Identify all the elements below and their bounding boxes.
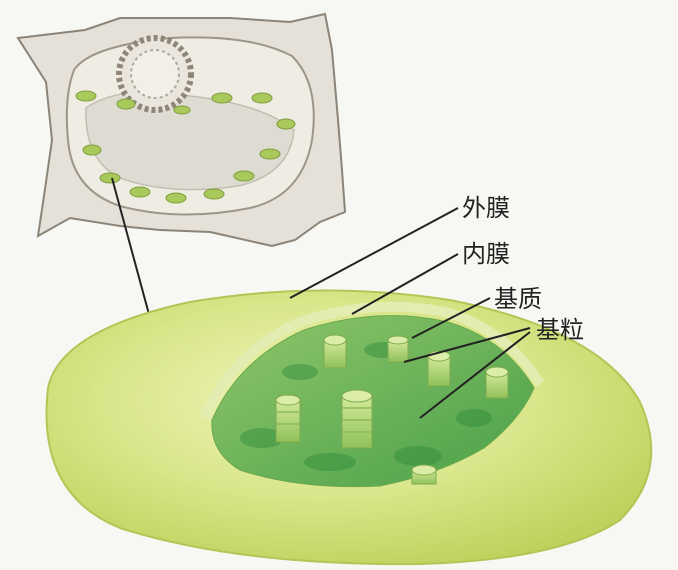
granum-stack — [486, 367, 508, 398]
small-chloroplast — [117, 99, 135, 109]
label-outer-membrane: 外膜 — [462, 194, 510, 222]
small-chloroplast — [76, 91, 96, 101]
granum-body — [342, 396, 372, 448]
granum-top — [412, 465, 436, 475]
granum-stack — [342, 390, 372, 448]
granum-stack — [428, 351, 450, 386]
small-chloroplast — [204, 189, 224, 199]
label-inner-membrane: 内膜 — [462, 240, 510, 268]
nucleolus — [131, 50, 179, 98]
small-chloroplast — [83, 145, 101, 155]
plant-cell — [18, 14, 345, 246]
granum-body — [276, 400, 300, 442]
granum-stack — [324, 335, 346, 368]
stroma-patch — [282, 364, 318, 380]
small-chloroplast — [277, 119, 295, 129]
label-granum: 基粒 — [536, 316, 584, 344]
granum-top — [486, 367, 508, 377]
label-stroma: 基质 — [494, 285, 542, 313]
granum-top — [342, 390, 372, 402]
small-chloroplast — [174, 106, 190, 114]
small-chloroplast — [260, 149, 280, 159]
granum-top — [388, 336, 408, 344]
stroma-patch — [456, 409, 492, 427]
small-chloroplast — [252, 93, 272, 103]
small-chloroplast — [166, 193, 186, 203]
small-chloroplast — [100, 173, 120, 183]
small-chloroplast — [130, 187, 150, 197]
stroma-patch — [394, 446, 442, 466]
granum-top — [276, 395, 300, 405]
granum-top — [324, 335, 346, 345]
small-chloroplast — [212, 93, 232, 103]
granum-stack — [276, 395, 300, 442]
granum-stack — [388, 336, 408, 362]
stroma-patch — [304, 453, 356, 471]
granum-stack — [412, 465, 436, 484]
small-chloroplast — [234, 171, 254, 181]
